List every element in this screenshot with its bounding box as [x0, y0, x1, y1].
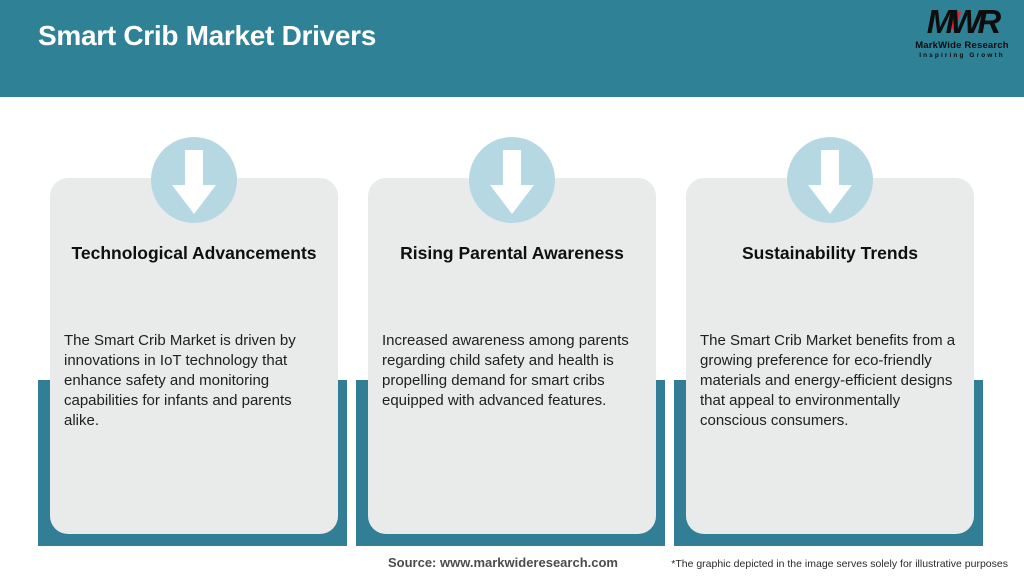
down-arrow-icon	[151, 137, 237, 223]
disclaimer-text: *The graphic depicted in the image serve…	[671, 558, 1008, 570]
logo-tagline: Inspiring Growth	[919, 52, 1005, 59]
logo-monogram-text: MWR	[926, 3, 1001, 40]
down-arrow-icon	[469, 137, 555, 223]
card-text: The Smart Crib Market benefits from a gr…	[700, 332, 956, 429]
header-bar: Smart Crib Market Drivers MWR MarkWide R…	[0, 0, 1024, 97]
driver-card-rising-parental-awareness: Rising Parental Awareness Increased awar…	[356, 137, 665, 546]
source-text: Source: www.markwideresearch.com	[387, 555, 618, 570]
card-text: The Smart Crib Market is driven by innov…	[64, 332, 296, 429]
card-title: Technological Advancements	[71, 243, 317, 263]
card-text: Increased awareness among parents regard…	[382, 332, 629, 409]
card-body: Sustainability Trends The Smart Crib Mar…	[686, 178, 974, 534]
card-title: Rising Parental Awareness	[400, 243, 624, 263]
card-body: Rising Parental Awareness Increased awar…	[368, 178, 656, 534]
down-arrow-icon	[787, 137, 873, 223]
logo-name: MarkWide Research	[915, 40, 1009, 51]
page-title: Smart Crib Market Drivers	[38, 20, 376, 51]
card-title: Sustainability Trends	[741, 243, 919, 263]
driver-card-technological-advancements: Technological Advancements The Smart Cri…	[38, 137, 347, 546]
markwide-logo: MWR MarkWide Research Inspiring Growth	[913, 5, 1011, 59]
driver-card-sustainability-trends: Sustainability Trends The Smart Crib Mar…	[674, 137, 983, 546]
logo-monogram: MWR	[913, 5, 1011, 38]
card-body: Technological Advancements The Smart Cri…	[50, 178, 338, 534]
